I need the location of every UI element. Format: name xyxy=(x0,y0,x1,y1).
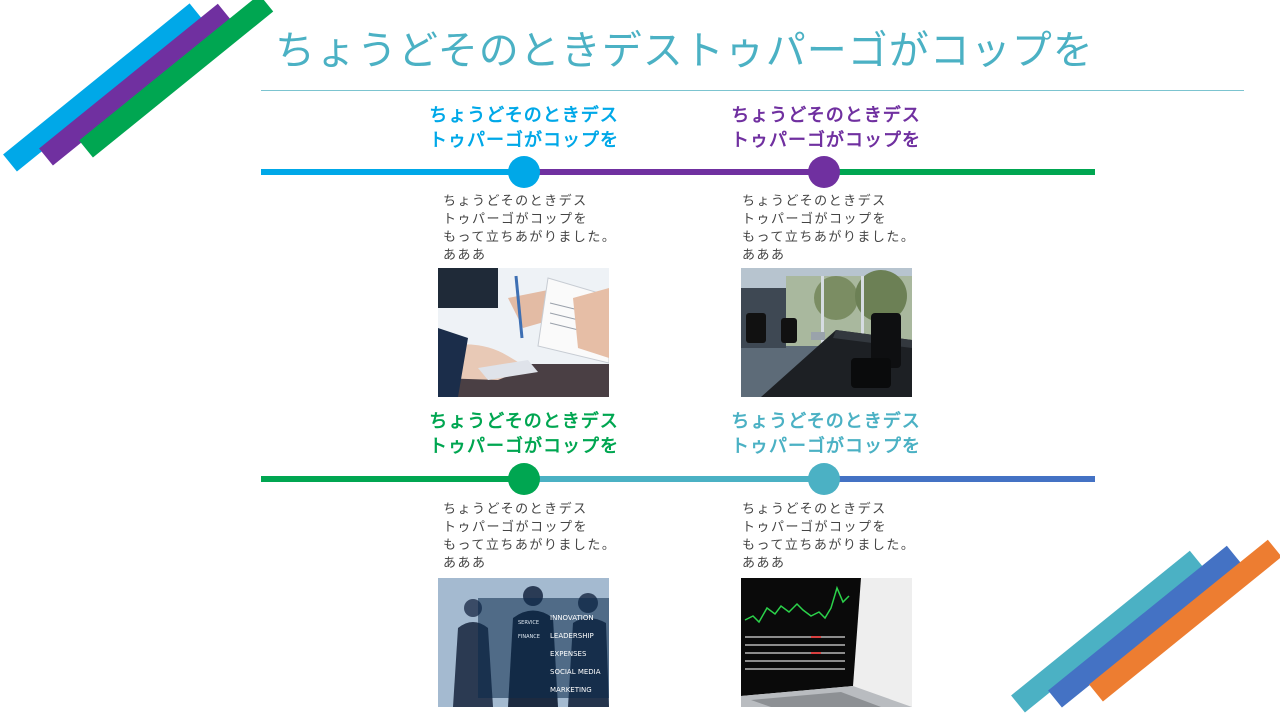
desc-line: もって立ちあがりました。 xyxy=(742,538,916,553)
milestone-title: ちょうどそのときデス トゥパーゴがコップを xyxy=(706,103,946,153)
stripe-purple xyxy=(39,3,232,166)
milestone-description: ちょうどそのときデス トゥパーゴがコップを もって立ちあがりました。 あああ xyxy=(443,501,643,573)
desc-line: ちょうどそのときデス xyxy=(742,502,887,517)
milestone-description: ちょうどそのときデス トゥパーゴがコップを もって立ちあがりました。 あああ xyxy=(443,193,643,265)
timeline-segment-2 xyxy=(524,169,824,175)
timeline-segment-5 xyxy=(524,476,824,482)
desc-line: トゥパーゴがコップを xyxy=(443,520,589,535)
desc-line: あああ xyxy=(742,556,786,571)
desc-line: もって立ちあがりました。 xyxy=(443,538,617,553)
meeting-room-image xyxy=(741,268,912,397)
desc-line: トゥパーゴがコップを xyxy=(742,520,888,535)
overlay-word: EXPENSES xyxy=(550,650,587,658)
laptop-chart-photo xyxy=(741,578,912,707)
milestone-title: ちょうどそのときデス トゥパーゴがコップを xyxy=(706,409,946,459)
milestone-dot-3[interactable] xyxy=(508,463,540,495)
milestone-dot-2[interactable] xyxy=(808,156,840,188)
overlay-word: SERVICE xyxy=(518,620,539,626)
milestone-dot-4[interactable] xyxy=(808,463,840,495)
overlay-word: FINANCE xyxy=(518,634,540,640)
desc-line: もって立ちあがりました。 xyxy=(443,230,617,245)
page-title: ちょうどそのときデストゥパーゴがコップを xyxy=(275,28,1094,74)
milestone-title: ちょうどそのときデス トゥパーゴがコップを xyxy=(404,409,644,459)
milestone-title-line: ちょうどそのときデス xyxy=(731,411,921,432)
desc-line: ちょうどそのときデス xyxy=(443,194,588,209)
desc-line: トゥパーゴがコップを xyxy=(443,212,589,227)
overlay-word: MARKETING xyxy=(550,686,592,694)
desc-line: あああ xyxy=(443,248,487,263)
timeline-segment-3 xyxy=(824,169,1095,175)
milestone-title-line: ちょうどそのときデス xyxy=(731,105,921,126)
overlay-word: SOCIAL MEDIA xyxy=(550,668,601,676)
timeline-segment-6 xyxy=(824,476,1095,482)
timeline-segment-4 xyxy=(261,476,524,482)
contract-image xyxy=(438,268,609,397)
milestone-title-line: トゥパーゴがコップを xyxy=(429,130,619,151)
milestone-dot-1[interactable] xyxy=(508,156,540,188)
overlay-word: INNOVATION xyxy=(550,614,594,622)
desc-line: ちょうどそのときデス xyxy=(742,194,887,209)
business-handshake-photo xyxy=(438,268,609,397)
desc-line: トゥパーゴがコップを xyxy=(742,212,888,227)
digital-screen-image: INNOVATION SERVICE FINANCE LEADERSHIP EX… xyxy=(438,578,609,707)
milestone-title: ちょうどそのときデス トゥパーゴがコップを xyxy=(404,103,644,153)
milestone-title-line: ちょうどそのときデス xyxy=(429,105,619,126)
milestone-title-line: トゥパーゴがコップを xyxy=(731,436,921,457)
meeting-room-photo xyxy=(741,268,912,397)
milestone-description: ちょうどそのときデス トゥパーゴがコップを もって立ちあがりました。 あああ xyxy=(742,501,942,573)
desc-line: あああ xyxy=(443,556,487,571)
laptop-chart-image xyxy=(741,578,912,707)
timeline-segment-1 xyxy=(261,169,524,175)
milestone-title-line: トゥパーゴがコップを xyxy=(731,130,921,151)
business-team-digital-photo: INNOVATION SERVICE FINANCE LEADERSHIP EX… xyxy=(438,578,609,707)
title-divider xyxy=(261,90,1244,91)
overlay-word: LEADERSHIP xyxy=(550,632,594,640)
desc-line: もって立ちあがりました。 xyxy=(742,230,916,245)
milestone-description: ちょうどそのときデス トゥパーゴがコップを もって立ちあがりました。 あああ xyxy=(742,193,942,265)
stripe-indigo xyxy=(1048,545,1241,708)
milestone-title-line: ちょうどそのときデス xyxy=(429,411,619,432)
milestone-title-line: トゥパーゴがコップを xyxy=(429,436,619,457)
desc-line: あああ xyxy=(742,248,786,263)
desc-line: ちょうどそのときデス xyxy=(443,502,588,517)
